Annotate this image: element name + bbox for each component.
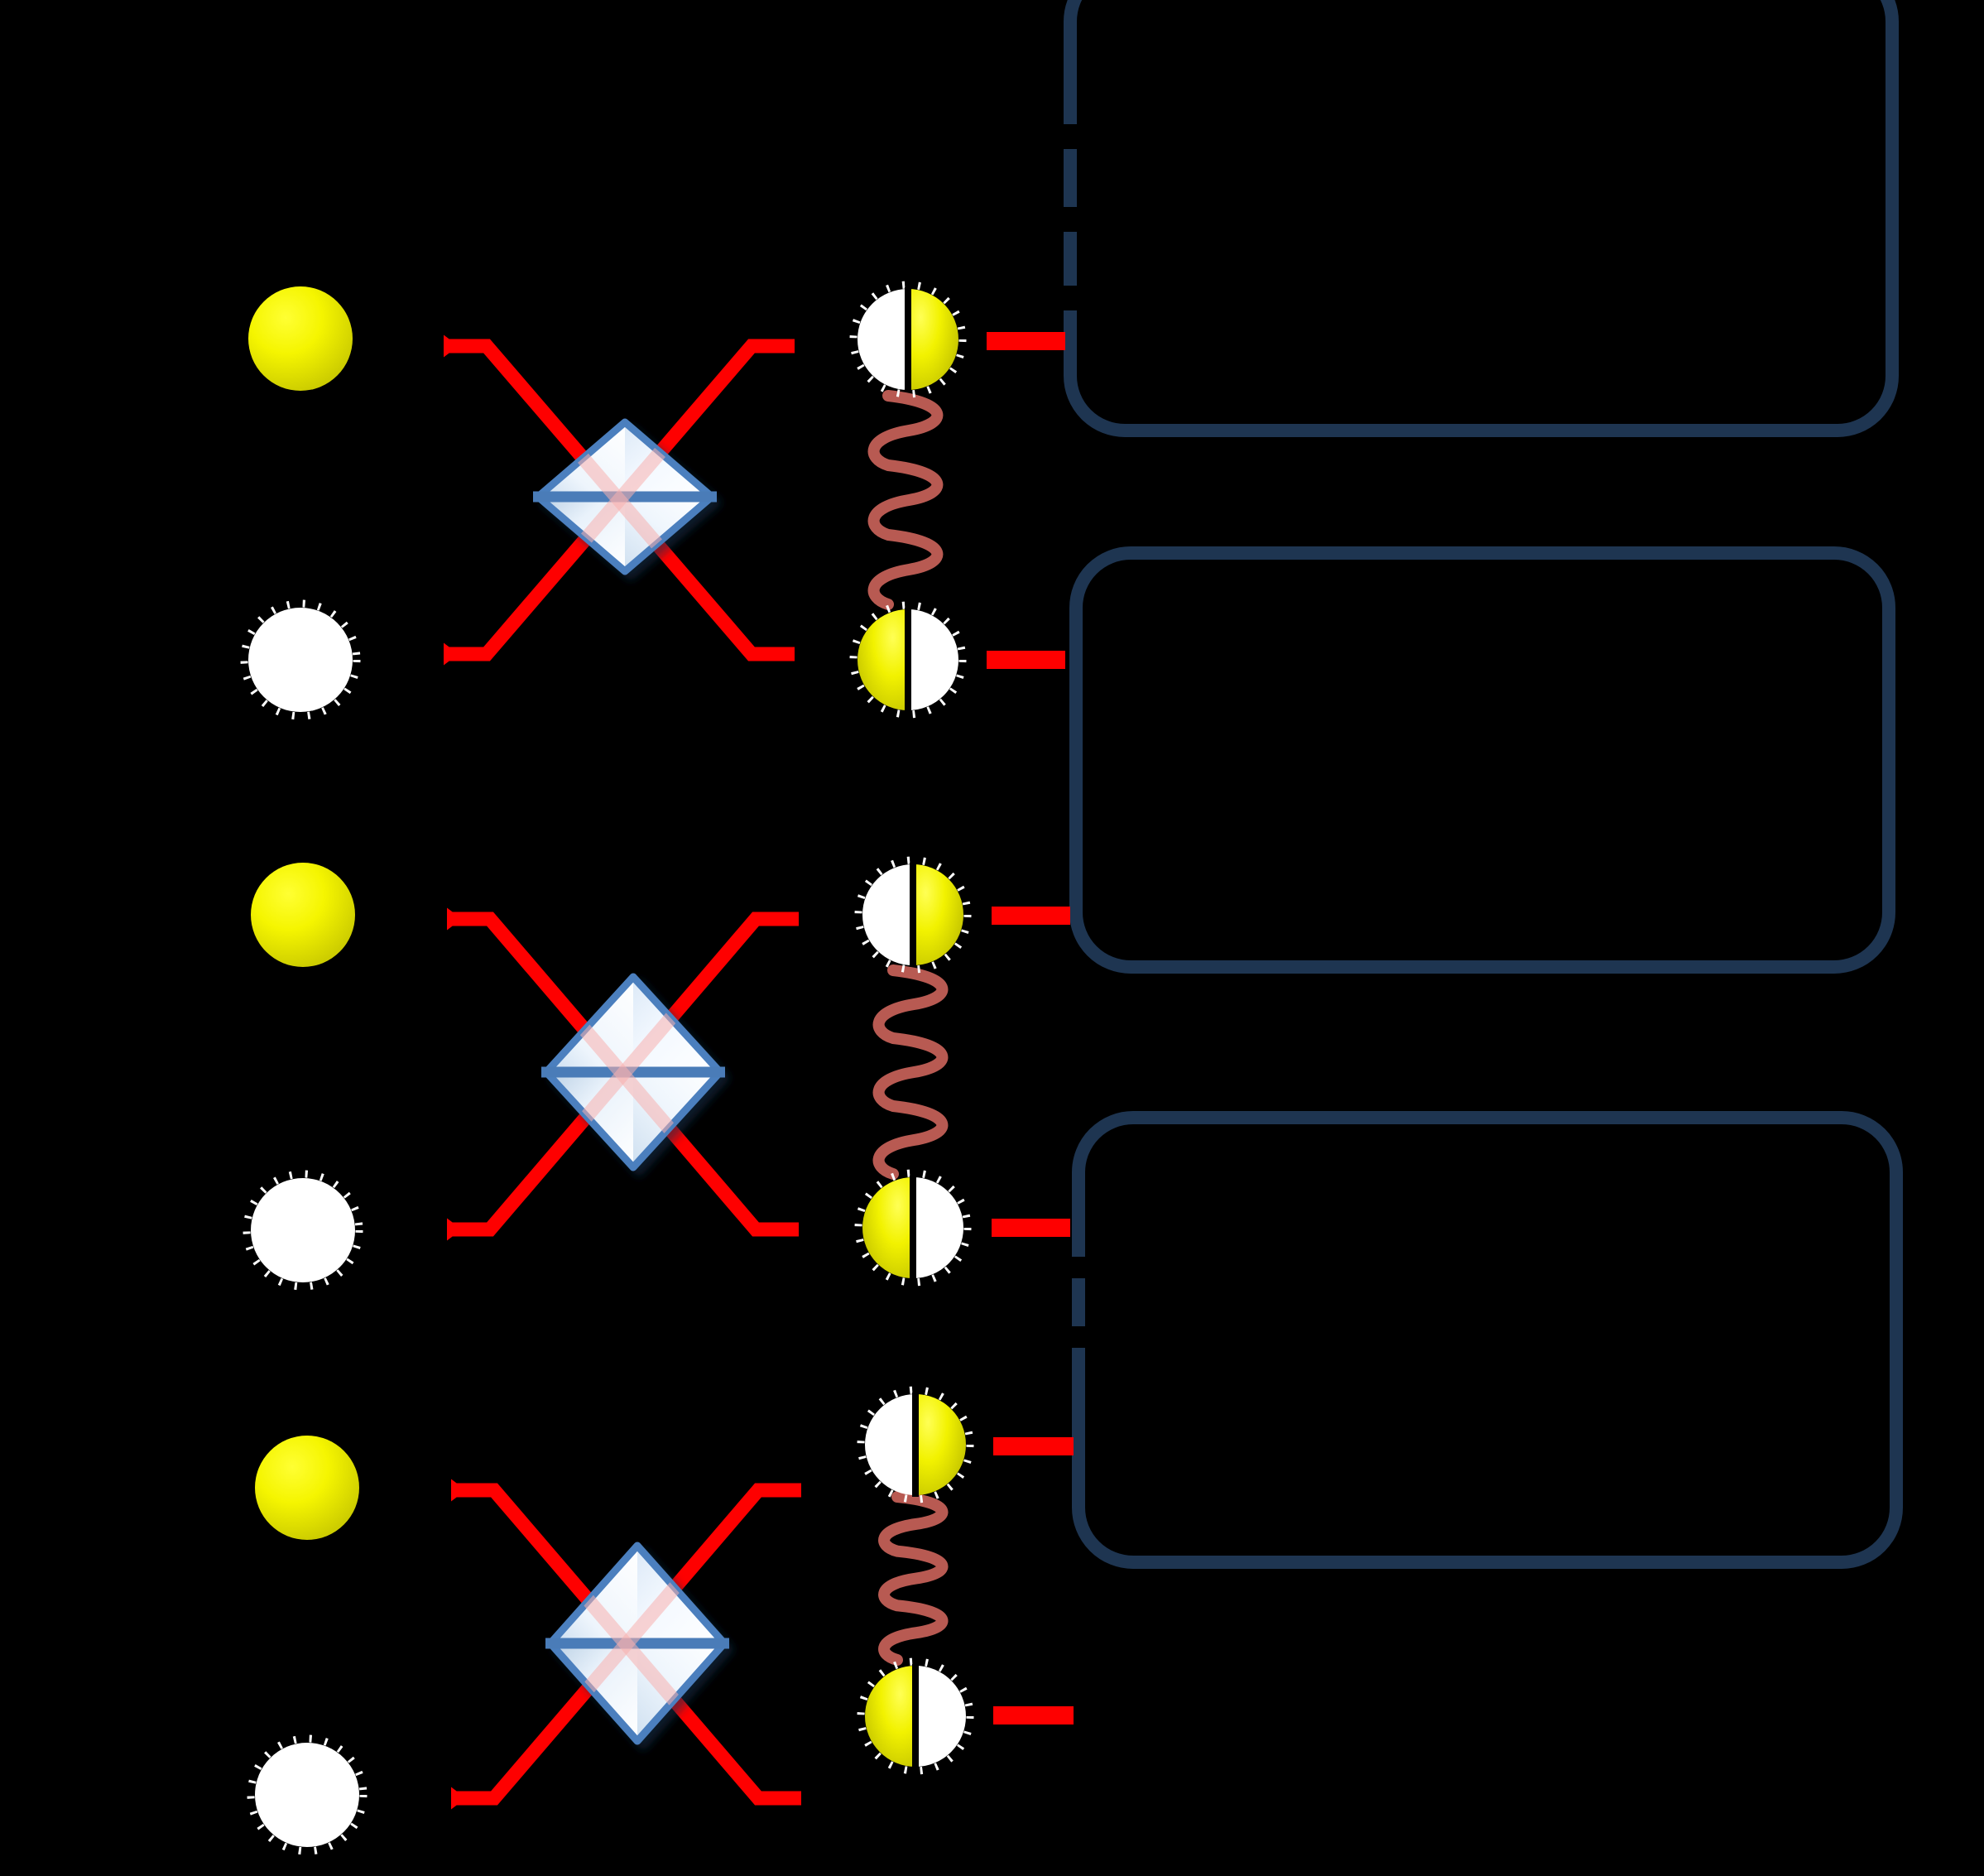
- photon-half-yellow-right[interactable]: [908, 289, 958, 390]
- g2-out-top[interactable]: [854, 856, 972, 974]
- g1-out-bottom[interactable]: [849, 601, 967, 719]
- group-1: [240, 281, 1065, 720]
- g3-splitter[interactable]: [545, 1542, 729, 1745]
- photon-dashed-outline: [243, 1170, 363, 1291]
- g2-in-bottom[interactable]: [243, 1170, 363, 1291]
- g3-squiggle: [878, 1491, 949, 1666]
- beam-arrowhead: [447, 907, 462, 931]
- g1-beam-b-through-splitter: [538, 422, 712, 571]
- g3-conn-top: [993, 1437, 1074, 1455]
- detector-box-outline[interactable]: [1064, 0, 1899, 437]
- photon-sphere-white[interactable]: [255, 1743, 359, 1847]
- photon-half-yellow-left[interactable]: [862, 1177, 913, 1278]
- beam-line: [550, 1546, 724, 1741]
- g1-out-top[interactable]: [849, 281, 967, 398]
- splitter-outline: [542, 973, 724, 1171]
- photon-half-white-right[interactable]: [908, 609, 958, 710]
- photon-half-yellow-right[interactable]: [913, 864, 963, 965]
- detector-box-border-notch-1: [1063, 207, 1078, 232]
- detector-box-border-notch-0: [1071, 1257, 1086, 1278]
- group-3: [247, 1386, 1074, 1855]
- g2-in-top[interactable]: [251, 863, 355, 967]
- g2-beam-b-through-splitter: [546, 977, 720, 1167]
- photon-dashed-outline: [857, 1386, 974, 1503]
- detector-boxes-layer: [1063, 0, 1903, 1569]
- photon-dashed-outline: [849, 601, 967, 719]
- detector-box-border-notch-2: [1063, 286, 1078, 310]
- photon-dashed-outline: [854, 856, 972, 974]
- g2-conn-bottom: [992, 1219, 1070, 1237]
- photon-dashed-outline: [854, 1169, 972, 1287]
- g3-in-bottom[interactable]: [247, 1734, 367, 1855]
- photon-dashed-outline: [849, 281, 967, 398]
- photon-sphere-white[interactable]: [248, 608, 353, 712]
- detector-box-1[interactable]: [1063, 0, 1899, 437]
- g3-out-bottom[interactable]: [857, 1657, 974, 1775]
- photon-half-white-left[interactable]: [862, 864, 913, 965]
- entanglement-squiggle-line: [867, 390, 944, 610]
- photon-sphere-yellow[interactable]: [251, 863, 355, 967]
- entanglement-squiggle-line: [878, 1491, 949, 1666]
- photon-dashed-outline: [240, 599, 361, 720]
- g1-conn-bottom: [987, 651, 1065, 669]
- photon-sphere-yellow[interactable]: [255, 1436, 359, 1540]
- photon-half-white-right[interactable]: [915, 1666, 966, 1767]
- detector-box-3[interactable]: [1071, 1111, 1903, 1569]
- g1-in-bottom[interactable]: [240, 599, 361, 720]
- g3-conn-bottom: [993, 1706, 1074, 1724]
- g3-in-top[interactable]: [255, 1436, 359, 1540]
- beam-arrowhead: [444, 642, 459, 666]
- detector-box-2[interactable]: [1069, 546, 1895, 974]
- photon-half-yellow-right[interactable]: [915, 1394, 966, 1495]
- g1-in-top[interactable]: [248, 286, 353, 391]
- detector-box-outline[interactable]: [1069, 546, 1895, 974]
- optical-groups-layer: [240, 281, 1074, 1855]
- g3-beam-b-through-splitter: [550, 1546, 724, 1741]
- photon-half-white-right[interactable]: [913, 1177, 963, 1278]
- photon-half-white-left[interactable]: [857, 289, 908, 390]
- photon-sphere-white[interactable]: [251, 1178, 355, 1282]
- group-2: [243, 856, 1070, 1291]
- g1-conn-top: [987, 332, 1065, 350]
- g2-out-bottom[interactable]: [854, 1169, 972, 1287]
- detector-box-border-notch-1: [1071, 1326, 1086, 1348]
- splitter-outline: [546, 1542, 728, 1745]
- beam-line: [538, 422, 712, 571]
- beam-arrowhead: [444, 334, 459, 358]
- photon-dashed-outline: [247, 1734, 367, 1855]
- detector-box-border-notch-0: [1063, 124, 1078, 149]
- beam-line: [546, 977, 720, 1167]
- entanglement-squiggle-line: [872, 964, 949, 1180]
- photon-sphere-yellow[interactable]: [248, 286, 353, 391]
- photon-half-white-left[interactable]: [865, 1394, 915, 1495]
- g1-squiggle: [867, 390, 944, 610]
- g2-conn-top: [992, 907, 1070, 925]
- g2-squiggle: [872, 964, 949, 1180]
- splitter-outline: [534, 418, 716, 575]
- g3-out-top[interactable]: [857, 1386, 974, 1503]
- detector-box-outline[interactable]: [1072, 1111, 1903, 1569]
- beam-arrowhead: [447, 1218, 462, 1241]
- beam-arrowhead: [451, 1479, 466, 1502]
- beam-arrowhead: [451, 1787, 466, 1810]
- photon-half-yellow-left[interactable]: [865, 1666, 915, 1767]
- photon-dashed-outline: [857, 1657, 974, 1775]
- photon-half-yellow-left[interactable]: [857, 609, 908, 710]
